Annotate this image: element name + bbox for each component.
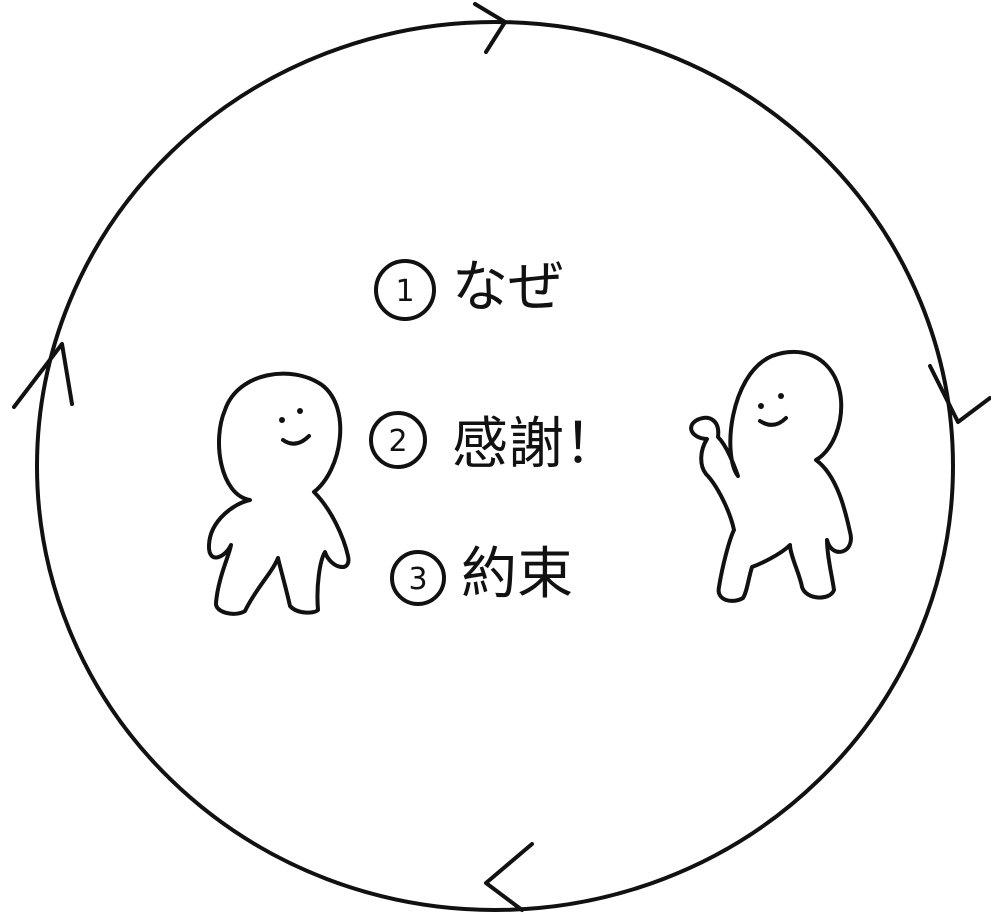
right-person-smile	[758, 416, 788, 427]
left-person-smile	[281, 434, 311, 446]
step-2: 2 感謝！	[369, 411, 620, 477]
right-arrow-icon	[928, 364, 991, 424]
left-person-eye-right	[297, 408, 303, 414]
step-3-label: 約束	[461, 542, 573, 607]
top-arrow-icon	[473, 2, 507, 54]
cycle-circle	[35, 20, 955, 912]
step-1: 1 なぜ	[374, 255, 564, 321]
step-3-number: 3	[408, 562, 427, 597]
left-person-figure	[206, 371, 351, 616]
step-1-number: 1	[395, 274, 414, 309]
left-arrow-icon	[12, 342, 74, 409]
step-1-label: なぜ	[452, 255, 564, 320]
left-person-eye-left	[279, 417, 285, 423]
right-person-eye-right	[778, 393, 784, 399]
step-3-number-circle	[390, 550, 446, 606]
step-2-number-circle	[369, 411, 427, 469]
right-person-figure	[689, 349, 853, 603]
step-2-number: 2	[388, 424, 407, 459]
bottom-arrow-icon	[484, 842, 534, 912]
right-person-body	[689, 349, 853, 603]
step-3: 3 約束	[390, 542, 573, 607]
left-person-body	[206, 371, 351, 616]
step-1-number-circle	[374, 259, 436, 321]
right-person-eye-left	[758, 403, 764, 409]
step-2-label: 感謝！	[452, 412, 620, 477]
